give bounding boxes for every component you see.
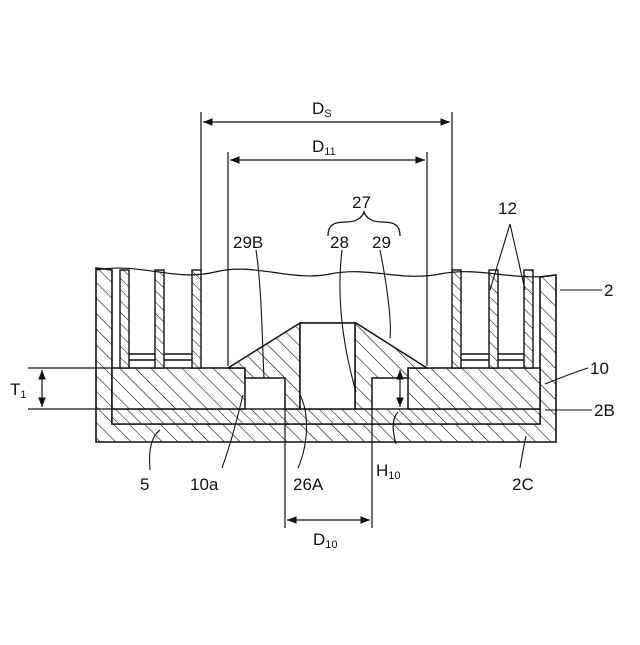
- label-ds: DS: [312, 99, 332, 120]
- label-d11: D11: [312, 137, 336, 158]
- label-27: 27: [352, 193, 371, 212]
- label-10a: 10a: [190, 475, 219, 494]
- plate-10-right: [408, 368, 540, 409]
- bottom-wall-2b: [112, 409, 540, 424]
- label-2b: 2B: [594, 401, 615, 420]
- label-10: 10: [590, 359, 609, 378]
- label-h10: H10: [376, 461, 401, 482]
- label-26a: 26A: [293, 475, 324, 494]
- label-d10: D10: [313, 530, 338, 551]
- label-12: 12: [498, 199, 517, 218]
- right-tube-group: [452, 270, 533, 368]
- label-2c: 2C: [512, 475, 534, 494]
- label-5: 5: [140, 475, 149, 494]
- central-plug-28: [300, 323, 355, 409]
- label-t1: T1: [10, 380, 27, 401]
- label-28: 28: [330, 233, 349, 252]
- label-29b: 29B: [233, 233, 263, 252]
- left-tube-group: [120, 270, 201, 368]
- label-2: 2: [604, 281, 613, 300]
- plate-10-left: [112, 368, 245, 409]
- liquid-surface-line: [96, 268, 556, 277]
- label-29: 29: [372, 233, 391, 252]
